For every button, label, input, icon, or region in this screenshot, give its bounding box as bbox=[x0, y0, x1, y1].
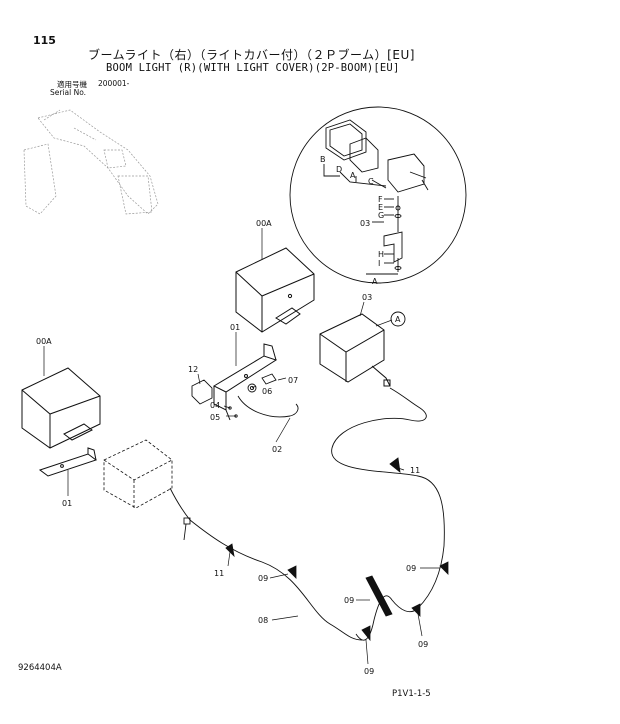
detail-letter-e: E bbox=[378, 203, 383, 212]
wire-harness bbox=[169, 387, 445, 641]
wire-clips bbox=[225, 457, 449, 642]
callout-05: 05 bbox=[210, 413, 220, 422]
hardware-parts bbox=[191, 373, 299, 418]
reference-a-label: A bbox=[395, 315, 401, 324]
serial-value: 200001- bbox=[98, 79, 130, 88]
serial-label-english: Serial No. bbox=[50, 88, 87, 97]
detail-letter-a-top: A bbox=[350, 171, 356, 180]
light-cover-upper bbox=[235, 247, 315, 333]
callout-01-left: 01 bbox=[62, 499, 72, 508]
detail-letter-a-bottom: A bbox=[372, 277, 378, 286]
detail-letter-b: B bbox=[320, 155, 326, 164]
page-number: 115 bbox=[33, 34, 56, 47]
callout-11-right: 11 bbox=[410, 466, 420, 475]
title-english: BOOM LIGHT (R)(WITH LIGHT COVER)(2P-BOOM… bbox=[106, 62, 400, 74]
serial-label-japanese: 適用号機 bbox=[57, 80, 87, 89]
page-code: P1V1-1-5 bbox=[392, 689, 431, 699]
callout-11-left: 11 bbox=[214, 569, 224, 578]
detail-letter-f: F bbox=[378, 195, 383, 204]
light-cover-left bbox=[21, 367, 101, 449]
existing-lamp-outline bbox=[103, 439, 173, 509]
callout-04: 04 bbox=[210, 401, 220, 410]
callout-03-detail: 03 bbox=[360, 219, 370, 228]
callout-06: 06 bbox=[262, 387, 272, 396]
detail-letter-c: C bbox=[368, 177, 374, 186]
callout-01-top: 01 bbox=[230, 323, 240, 332]
callout-02: 02 bbox=[272, 445, 282, 454]
title-japanese: ブームライト（右）（ライトカバー付）（２Ｐブーム）[EU] bbox=[88, 48, 415, 62]
callout-07: 07 bbox=[288, 376, 298, 385]
callout-12: 12 bbox=[188, 365, 198, 374]
callout-labels: 00A 00A 01 01 02 03 03 04 05 06 07 08 09… bbox=[36, 219, 428, 676]
callout-03-main: 03 bbox=[362, 293, 372, 302]
detail-view-circle bbox=[289, 106, 467, 284]
callout-00A-left: 00A bbox=[36, 337, 52, 346]
callout-leaders bbox=[43, 228, 440, 665]
callout-09-d: 09 bbox=[418, 640, 428, 649]
detail-letter-h: H bbox=[378, 250, 384, 259]
callout-09-e: 09 bbox=[364, 667, 374, 676]
detail-letter-i: I bbox=[378, 259, 380, 268]
callout-09-a: 09 bbox=[258, 574, 268, 583]
callout-08: 08 bbox=[258, 616, 268, 625]
callout-09-c: 09 bbox=[344, 596, 354, 605]
callout-00A-top: 00A bbox=[256, 219, 272, 228]
document-id: 9264404A bbox=[18, 663, 62, 673]
detail-letter-g: G bbox=[378, 211, 384, 220]
reference-a-bubble bbox=[390, 311, 406, 327]
detail-letter-d: D bbox=[336, 165, 342, 174]
bracket-upper bbox=[212, 343, 278, 421]
excavator-arm-sketch bbox=[23, 109, 159, 215]
bracket-left bbox=[38, 447, 98, 477]
callout-09-b: 09 bbox=[406, 564, 416, 573]
detail-letters: B D A C F E G H I A bbox=[320, 155, 384, 286]
work-lamp bbox=[319, 313, 391, 387]
